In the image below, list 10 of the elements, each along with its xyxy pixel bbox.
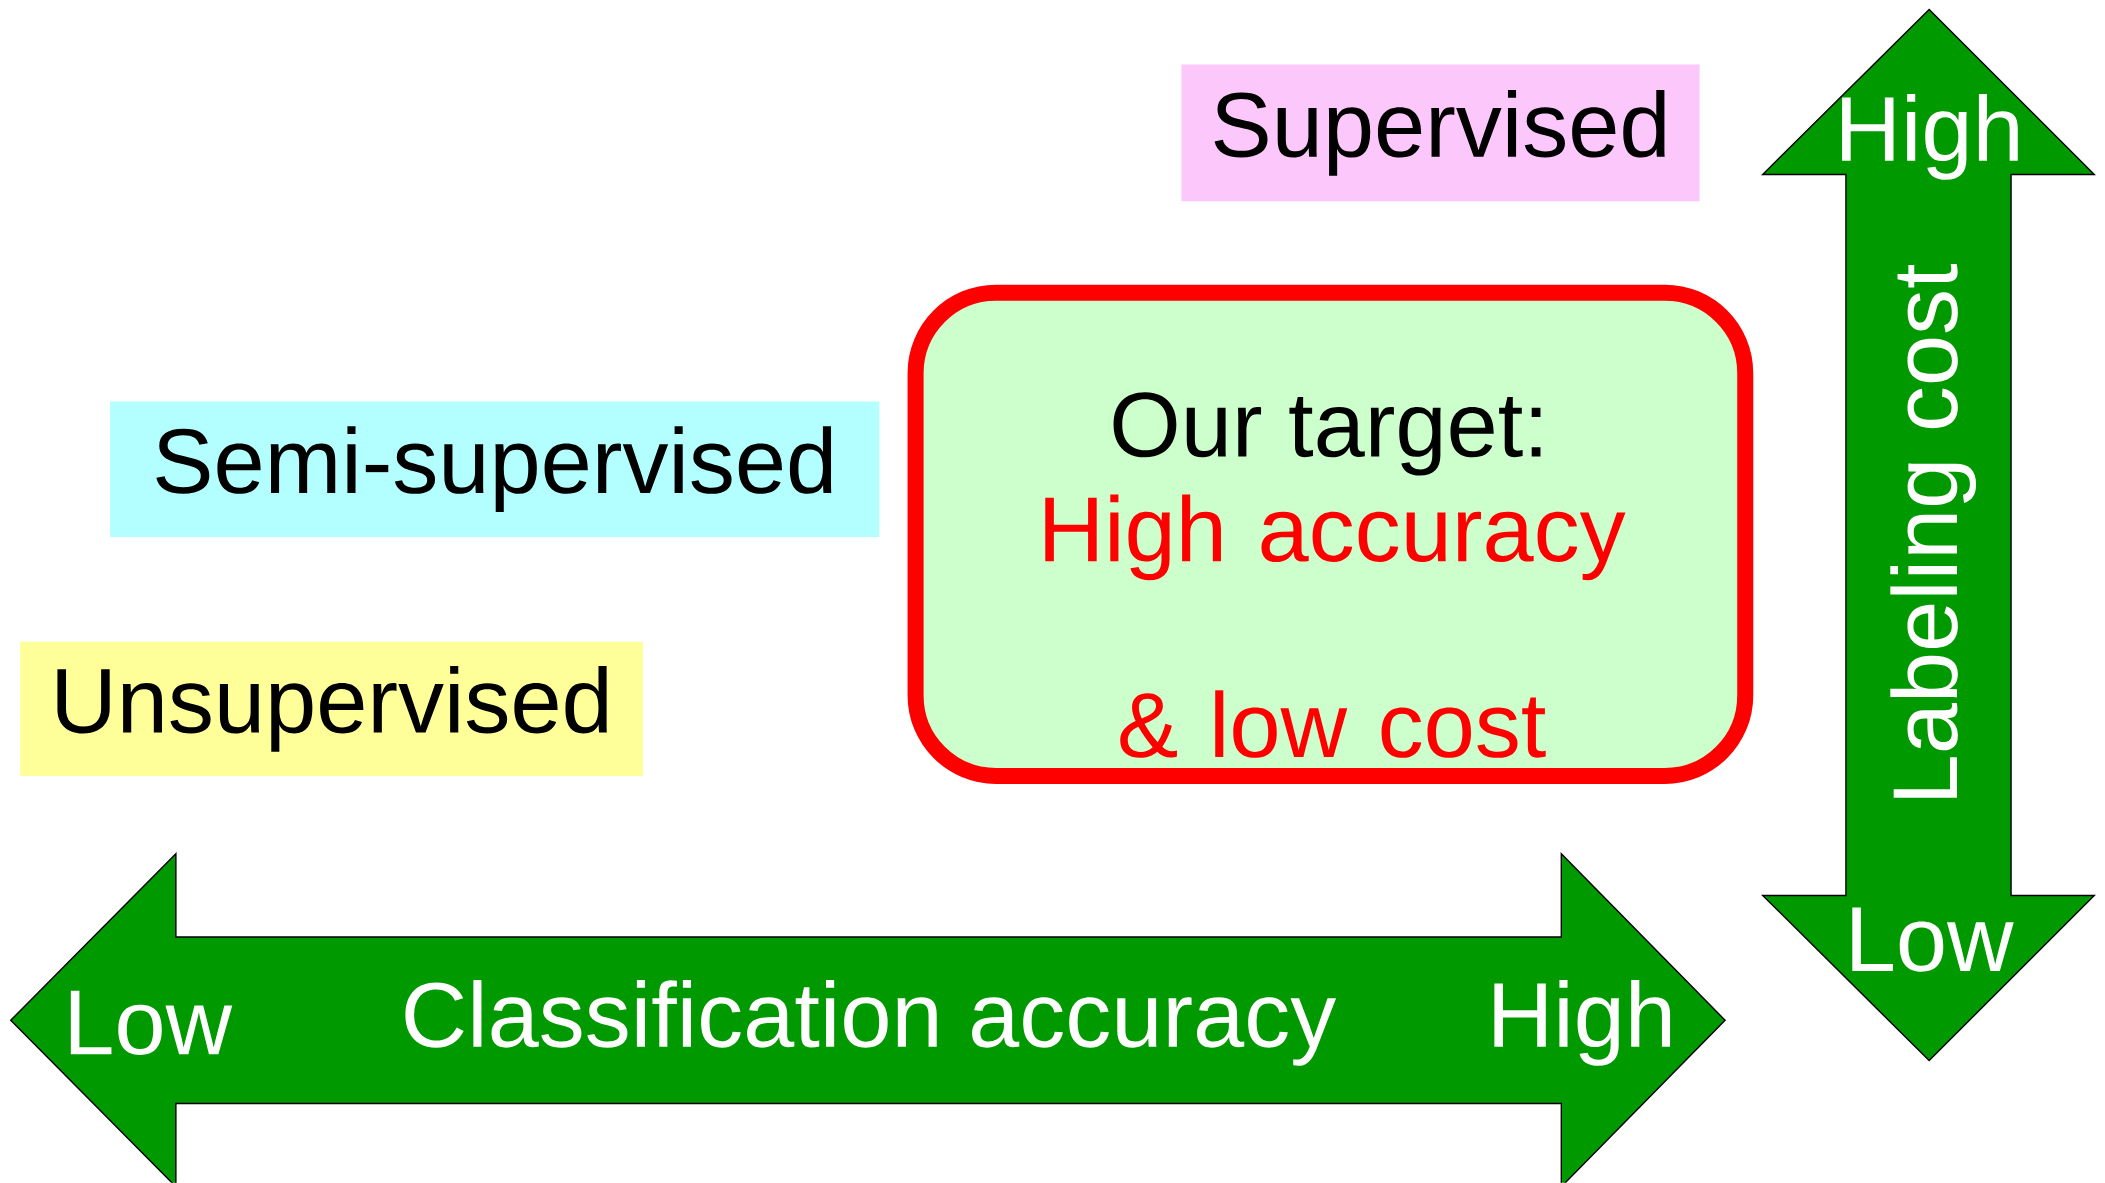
- axis-label: Low: [1852, 907, 2014, 972]
- axis-label: Classification accuracy: [405, 980, 1337, 1066]
- target-box: Our target: High accuracy & low cost: [907, 284, 1754, 785]
- method-label: Supervised: [1181, 64, 1700, 202]
- axis-label: Low: [70, 991, 233, 1056]
- method-label: Unsupervised: [20, 641, 644, 777]
- axis-label: Labeling cost: [1890, 264, 1977, 798]
- axis-label: High: [1494, 980, 1671, 1066]
- axis-label: High: [1842, 94, 2018, 180]
- method-label: Semi-supervised: [110, 401, 880, 538]
